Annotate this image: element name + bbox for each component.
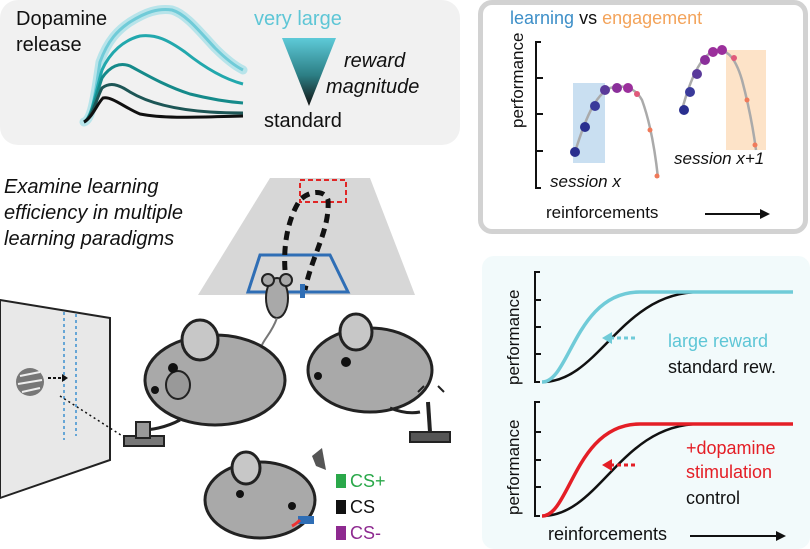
cs-swatch (336, 500, 346, 514)
title-vs: vs (579, 8, 598, 28)
large-reward-curve (541, 290, 793, 384)
mouse-trajectory (282, 190, 331, 291)
mouse-lever-left (123, 318, 287, 447)
visual-screen (0, 298, 111, 500)
examine-line1: Examine learning (4, 176, 159, 198)
trace-medium (83, 63, 244, 124)
title-engagement: engagement (602, 8, 703, 28)
cs-plus-swatch (336, 474, 346, 488)
reward-label: reward (344, 50, 406, 72)
dopamine-title-line2: release (16, 34, 82, 56)
cs-minus-swatch (336, 526, 346, 540)
maze-arena (198, 178, 415, 295)
mouse-joystick-right (306, 312, 451, 443)
dopamine-stim-curve (541, 422, 793, 518)
dopamine-release-panel (0, 0, 460, 145)
mouse-pavlovian-bottom (203, 448, 326, 540)
reward-zone (299, 179, 347, 203)
standard-label: standard (264, 110, 342, 132)
cs-plus-label: CS+ (350, 471, 386, 491)
control-label: control (686, 488, 741, 508)
very-large-label: very large (254, 8, 342, 30)
trace-small (83, 83, 244, 124)
session-x1-label: session x+1 (674, 149, 765, 168)
dopamine-label-2: stimulation (686, 462, 773, 482)
start-zone (245, 253, 351, 294)
examine-line2: efficiency in multiple (4, 202, 183, 224)
dopamine-label-1: +dopamine (686, 438, 776, 458)
examine-line3: learning paradigms (4, 228, 175, 250)
learning-xlabel: reinforcements (546, 203, 659, 222)
sipper-tube (300, 284, 305, 298)
cs-label: CS (350, 497, 376, 517)
magnitude-label: magnitude (326, 76, 420, 98)
curves-xlabel: reinforcements (548, 524, 668, 544)
trace-very-large (83, 8, 244, 124)
dopamine-title-line1: Dopamine (16, 8, 108, 30)
session-x-label: session x (550, 172, 621, 191)
learning-engagement-title: learning vs engagement (510, 8, 702, 29)
cs-minus-label: CS- (350, 523, 381, 543)
large-reward-label: large reward (668, 331, 769, 351)
title-learning: learning (510, 8, 575, 28)
reward-magnitude-triangle (282, 38, 336, 106)
standard-rew-label: standard rew. (668, 357, 777, 377)
speaker-icon (312, 448, 326, 470)
trace-standard (83, 96, 244, 124)
